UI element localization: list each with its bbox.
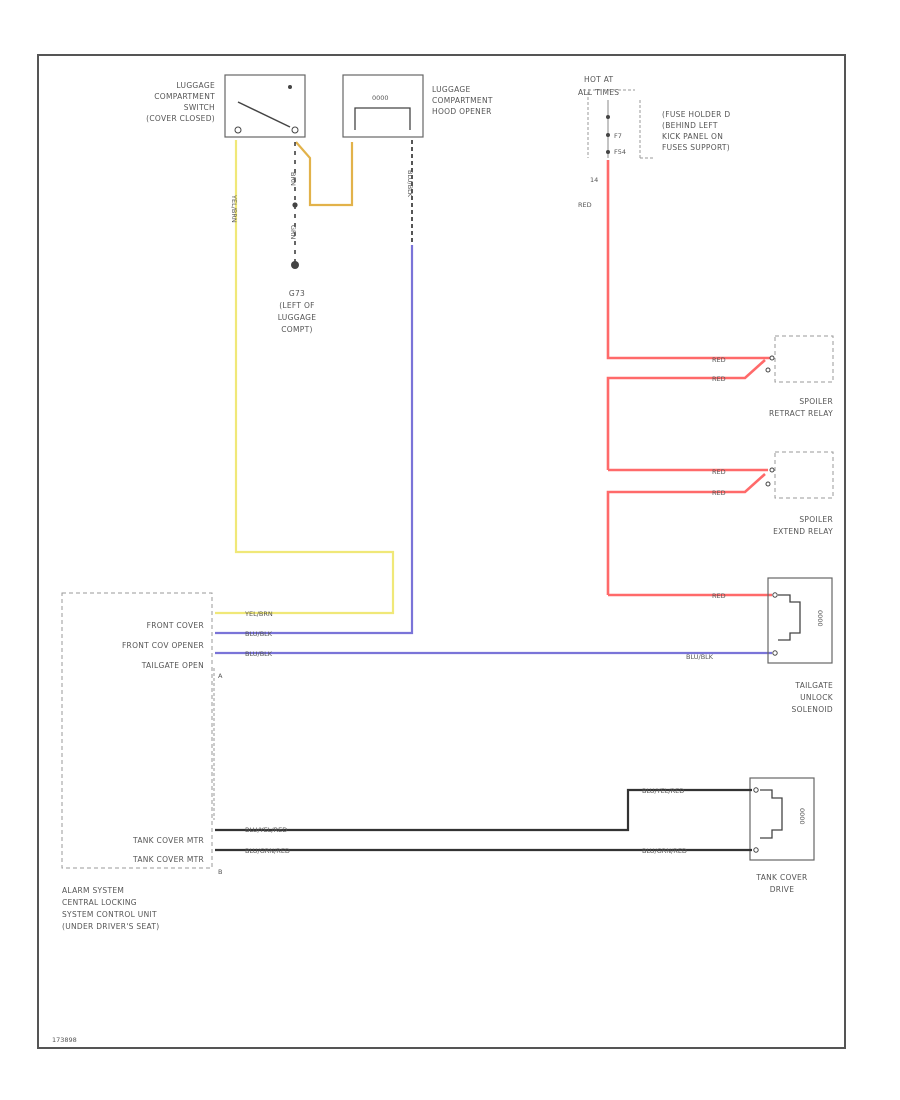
wire-yellow-label-top: YEL/BRN <box>230 194 238 223</box>
fuse-bracket <box>639 100 655 159</box>
tailgate-solenoid-label-2: UNLOCK <box>800 693 834 702</box>
hood-opener-box <box>342 74 424 138</box>
luggage-switch-label-2: COMPARTMENT <box>154 92 215 101</box>
unit-pin-front-cov-opener: FRONT COV OPENER <box>122 641 204 650</box>
luggage-switch-box <box>224 74 306 138</box>
hood-opener-code: 0000 <box>372 94 389 102</box>
fuse-pin-a: F7 <box>614 132 622 140</box>
wire-blue-label-unit: BLU/BLK <box>245 630 273 638</box>
footer-code: 173898 <box>52 1036 77 1044</box>
solenoid-code: 0000 <box>816 610 824 627</box>
wire-yellow <box>215 140 395 615</box>
solenoid-red: RED <box>712 592 726 600</box>
unit-pin-tailgate-open: TAILGATE OPEN <box>141 661 204 670</box>
retract-red-2: RED <box>712 375 726 383</box>
fuse-holder-label-4: FUSES SUPPORT) <box>662 143 730 152</box>
diagram-border <box>37 54 846 1049</box>
control-unit-label-2: CENTRAL LOCKING <box>62 898 137 907</box>
extend-pin-2 <box>765 481 771 487</box>
tank-drive-pin-1 <box>753 787 759 793</box>
extend-pin-1 <box>769 467 775 473</box>
switch-pivot <box>288 85 292 89</box>
spoiler-retract-label-1: SPOILER <box>799 397 833 406</box>
tank-drive-pin-2 <box>753 847 759 853</box>
spoiler-retract-label-2: RETRACT RELAY <box>769 409 833 418</box>
unit-pin-front-cover: FRONT COVER <box>147 621 204 630</box>
tailgate-solenoid-label-1: TAILGATE <box>794 681 833 690</box>
fuse-holder-label-3: KICK PANEL ON <box>662 132 723 141</box>
hot-at-label-2: ALL TIMES <box>578 88 619 97</box>
fuse-holder-label-1: (FUSE HOLDER D <box>662 110 730 119</box>
tank-drive-coil <box>760 789 783 839</box>
switch-arm <box>237 101 291 128</box>
hood-opener-label-2: COMPARTMENT <box>432 96 493 105</box>
wire-blue-label-top: BLU/BLK <box>406 170 414 198</box>
ground-label-3: LUGGAGE <box>278 313 317 322</box>
ground-label-4: COMPT) <box>281 325 312 334</box>
tank-cover-drive-box <box>749 777 815 861</box>
fuse-dot-1 <box>606 115 610 119</box>
wire-red-pin: 14 <box>590 176 598 184</box>
retract-pin-1 <box>769 355 775 361</box>
tailgate-solenoid-box <box>767 577 833 664</box>
control-unit-label-3: SYSTEM CONTROL UNIT <box>62 910 157 919</box>
tank-drive-code: 0000 <box>798 808 806 825</box>
retract-red-1: RED <box>712 356 726 364</box>
wire-red-retract-out <box>606 359 766 470</box>
control-unit-label-1: ALARM SYSTEM <box>62 886 124 895</box>
luggage-switch-label-3: SWITCH <box>184 103 215 112</box>
ground-label-1: G73 <box>289 289 305 298</box>
fuse-dot-2 <box>606 133 610 137</box>
tailgate-solenoid-label-3: SOLENOID <box>792 705 833 714</box>
unit-pin-tank-cover-2: TANK COVER MTR <box>132 855 204 864</box>
tank-cover-drive-label-1: TANK COVER <box>755 873 807 882</box>
wire-tailgate-label-right: BLU/BLK <box>686 653 714 661</box>
luggage-switch-label-1: LUGGAGE <box>176 81 215 90</box>
retract-pin-2 <box>765 367 771 373</box>
hot-at-label-1: HOT AT <box>584 75 614 84</box>
wire-tank-2-right-label: BLU/GRN/RED <box>642 847 687 855</box>
hood-opener-label-3: HOOD OPENER <box>432 107 492 116</box>
extend-red-1: RED <box>712 468 726 476</box>
ground-point <box>291 261 299 269</box>
wire-red-extend-out <box>606 473 766 595</box>
solenoid-coil <box>778 594 801 641</box>
fuse-dot-3 <box>606 150 610 154</box>
solenoid-pin-1 <box>772 592 778 598</box>
connector-b-label: B <box>218 868 222 876</box>
wire-grn-label: GRN <box>289 225 297 240</box>
wire-tailgate-label-unit: BLU/BLK <box>245 650 273 658</box>
switch-contact-right <box>291 126 299 134</box>
hood-opener-label-1: LUGGAGE <box>432 85 471 94</box>
wire-tank-1-label: BLU/YEL/RED <box>245 826 287 834</box>
ground-label-2: (LEFT OF <box>279 301 315 310</box>
spoiler-retract-relay-box <box>774 335 834 383</box>
hood-opener-coil <box>354 107 411 130</box>
fuse-pin-b: F54 <box>614 148 626 156</box>
wire-tank-1 <box>215 788 752 832</box>
control-unit-label-4: (UNDER DRIVER'S SEAT) <box>62 922 159 931</box>
control-unit-box <box>61 592 213 869</box>
wire-yellow-label-unit: YEL/BRN <box>244 610 273 618</box>
wire-red-main <box>606 160 770 360</box>
switch-contact-left <box>234 126 242 134</box>
wire-blue <box>215 245 414 635</box>
wire-red-label: RED <box>578 201 592 209</box>
ground-splice <box>292 202 298 208</box>
unit-pin-tank-cover-1: TANK COVER MTR <box>132 836 204 845</box>
fuse-holder-label-2: (BEHIND LEFT <box>662 121 718 130</box>
wire-brn-label: BRN <box>289 172 297 186</box>
spoiler-extend-label-2: EXTEND RELAY <box>773 527 833 536</box>
wire-tank-2-label: BLU/GRN/RED <box>245 847 290 855</box>
tank-cover-drive-label-2: DRIVE <box>770 885 795 894</box>
luggage-switch-label-4: (COVER CLOSED) <box>146 114 215 123</box>
extend-red-2: RED <box>712 489 726 497</box>
wire-tank-1-right-label: BLU/YEL/RED <box>642 787 684 795</box>
solenoid-pin-2 <box>772 650 778 656</box>
spoiler-extend-label-1: SPOILER <box>799 515 833 524</box>
spoiler-extend-relay-box <box>774 451 834 499</box>
wire-orange <box>295 141 354 207</box>
connector-a-label: A <box>218 672 223 680</box>
